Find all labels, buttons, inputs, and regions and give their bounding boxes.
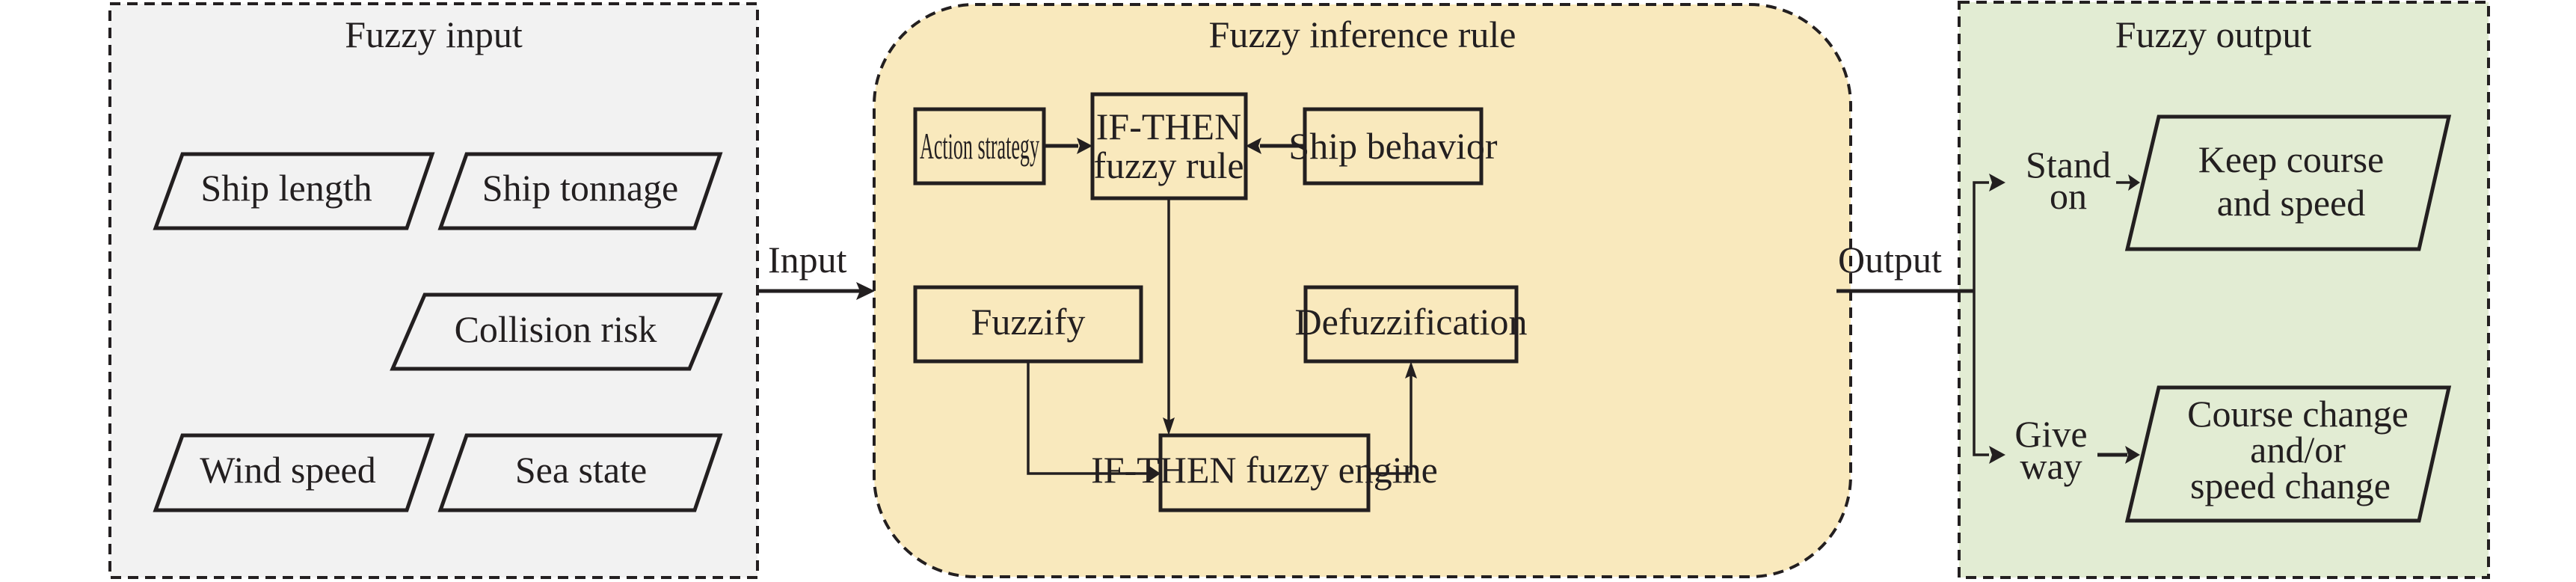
parallelogram-shape [437, 433, 723, 512]
arrowhead-icon [1077, 138, 1092, 154]
arrowhead-icon [1163, 417, 1175, 435]
input-item-collision-risk: Collision risk [390, 292, 723, 371]
result-label-line2: and speed [2217, 182, 2366, 224]
fuzzify-label: Fuzzify [971, 301, 1086, 343]
fuzzy-engine-label: IF-THEN fuzzy engine [1091, 449, 1438, 491]
result-label-line1: Course change [2187, 393, 2409, 435]
action-strategy-label: Action strategy [920, 125, 1039, 167]
result-label-line2: and/or [2250, 429, 2346, 471]
output-connector-label: Output [1838, 239, 1942, 281]
node-ship-behavior: Ship behavior [1288, 107, 1498, 186]
node-action-strategy: Action strategy [913, 107, 1046, 186]
fuzzy-input-title: Fuzzy input [345, 13, 523, 55]
input-item-label: Collision risk [455, 308, 657, 350]
arrowhead-icon [1989, 446, 2005, 464]
fuzzy-output-title: Fuzzy output [2115, 13, 2312, 55]
parallelogram-shape [390, 292, 723, 371]
action-strategy-box [913, 107, 1046, 186]
input-connector-label: Input [768, 239, 847, 281]
input-item-sea-state: Sea state [437, 433, 723, 512]
input-item-label: Sea state [515, 449, 647, 491]
edge-fuzzify-to-engine [1027, 361, 1152, 475]
fuzzify-box [913, 285, 1143, 364]
parallelogram-shape [153, 433, 435, 512]
if-then-rule-label-line2: fuzzy rule [1093, 144, 1244, 186]
ship-behavior-box [1303, 107, 1484, 186]
fuzzy-output-panel: Fuzzy output Stand on Keep course and sp… [1958, 1, 2490, 579]
branch-label-line1: Stand [2026, 144, 2111, 186]
result-label-line1: Keep course [2198, 138, 2385, 180]
defuzzification-label: Defuzzification [1295, 301, 1528, 343]
node-fuzzify: Fuzzify [913, 285, 1143, 364]
input-item-label: Ship tonnage [482, 167, 678, 209]
input-connector: Input [757, 239, 875, 300]
output-connector: Output [1836, 239, 1974, 293]
input-item-wind-speed: Wind speed [153, 433, 435, 512]
fuzzy-inference-title: Fuzzy inference rule [1209, 13, 1516, 55]
node-if-then-fuzzy-rule: IF-THEN fuzzy rule [1090, 92, 1248, 200]
result-parallelogram [2124, 385, 2452, 523]
parallelogram-shape [437, 152, 723, 230]
arrowhead-icon [1147, 465, 1161, 483]
arrowhead-icon [1405, 361, 1417, 379]
parallelogram-shape [153, 152, 435, 230]
output-branch-give-way: Give way Course change and/or speed chan… [1989, 385, 2452, 523]
fuzzy-input-panel: Fuzzy input Ship length Ship tonnage Col… [108, 2, 759, 579]
edge-engine-to-defuzzification [1368, 374, 1413, 475]
arrowhead-icon [1246, 138, 1261, 154]
input-item-label: Wind speed [200, 449, 375, 491]
arrowhead-icon [2125, 446, 2140, 464]
fuzzy-engine-box [1158, 433, 1371, 512]
ship-behavior-label: Ship behavior [1288, 125, 1497, 167]
output-branch-stand-on: Stand on Keep course and speed [1989, 114, 2452, 251]
input-item-label: Ship length [200, 167, 372, 209]
branch-label-line2: on [2050, 175, 2087, 217]
result-parallelogram [2124, 114, 2452, 251]
defuzzification-box [1303, 285, 1519, 364]
arrowhead-icon [2128, 174, 2140, 191]
result-label-line3: speed change [2190, 465, 2391, 506]
fuzzy-inference-panel: Fuzzy inference rule Action strategy IF-… [873, 3, 1852, 578]
input-item-ship-length: Ship length [153, 152, 435, 230]
output-branch-splitter [1973, 181, 1989, 456]
inference-edges [1027, 138, 1417, 483]
node-defuzzification: Defuzzification [1295, 285, 1528, 364]
branch-label-line1: Give [2014, 413, 2087, 455]
input-arrowhead-icon [856, 282, 875, 300]
branch-label-line2: way [2020, 445, 2082, 487]
if-then-rule-label-line1: IF-THEN [1096, 105, 1241, 147]
input-item-ship-tonnage: Ship tonnage [437, 152, 723, 230]
node-if-then-fuzzy-engine: IF-THEN fuzzy engine [1091, 433, 1438, 512]
arrowhead-icon [1989, 174, 2005, 192]
